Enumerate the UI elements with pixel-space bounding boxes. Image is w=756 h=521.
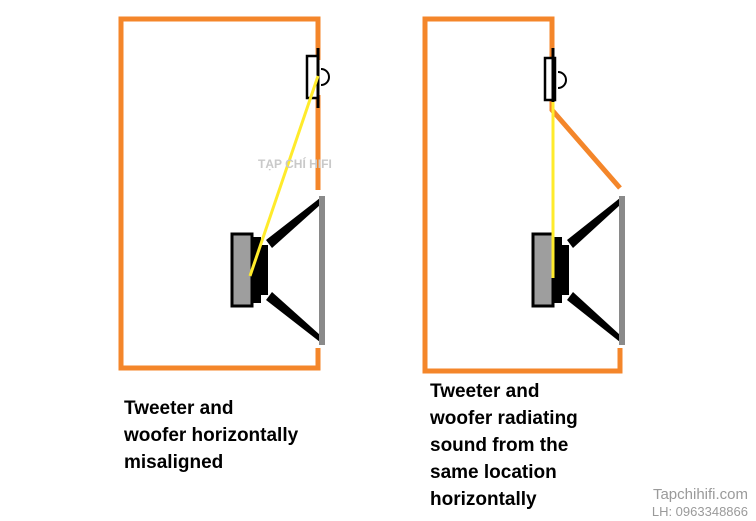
right-caption-line: woofer radiating [430, 408, 578, 429]
left-caption-line: Tweeter and [124, 398, 234, 419]
phone-watermark: LH: 0963348866 [651, 504, 748, 519]
site-watermark: Tapchihifi.com [652, 486, 748, 503]
left-caption-line: misaligned [124, 452, 224, 473]
center-watermark: TẠP CHÍ HIFI [258, 156, 332, 171]
right-caption-line: horizontally [430, 489, 537, 510]
left-speaker-diagram [118, 16, 330, 371]
right-caption: Tweeter and woofer radiating sound from … [430, 378, 578, 513]
right-speaker-diagram [422, 16, 625, 374]
brand-watermark: Tapchihifi.com LH: 0963348866 [652, 486, 748, 520]
right-caption-line: same location [430, 462, 557, 483]
left-alignment-line [248, 75, 320, 277]
left-caption: Tweeter and woofer horizontally misalign… [124, 395, 298, 476]
left-woofer-icon [230, 196, 325, 345]
right-caption-line: Tweeter and [430, 381, 540, 402]
left-cabinet-outline [118, 16, 321, 371]
right-caption-line: sound from the [430, 435, 569, 456]
right-woofer-icon [531, 196, 625, 345]
left-caption-line: woofer horizontally [124, 425, 299, 446]
right-tweeter-icon [543, 48, 567, 108]
